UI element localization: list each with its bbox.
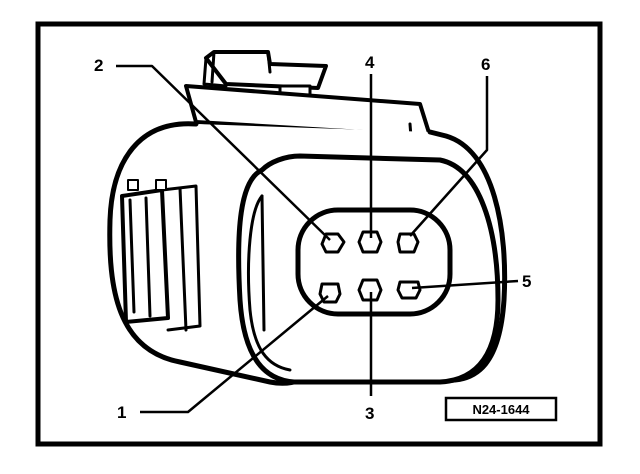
- callout-2: 2: [94, 56, 103, 75]
- callout-5: 5: [522, 272, 531, 291]
- pin-6-contact: [396, 232, 420, 254]
- pin-2-leader: [116, 64, 331, 241]
- pin-5-contact: [396, 280, 422, 300]
- pin-5-leader: [411, 279, 519, 290]
- callout-6: 6: [481, 55, 490, 74]
- reference-code: N24-1644: [472, 402, 530, 417]
- pin-4-contact: [357, 230, 383, 254]
- callout-4: 4: [365, 53, 375, 72]
- pin-3-contact: [357, 278, 383, 302]
- callout-1: 1: [117, 403, 126, 422]
- pin-6-leader: [409, 76, 489, 237]
- reference-code-box: [444, 396, 558, 422]
- leader-lines: [116, 64, 519, 414]
- locking-latch: [204, 50, 328, 90]
- callout-3: 3: [365, 404, 374, 423]
- pin-1-leader: [140, 295, 329, 414]
